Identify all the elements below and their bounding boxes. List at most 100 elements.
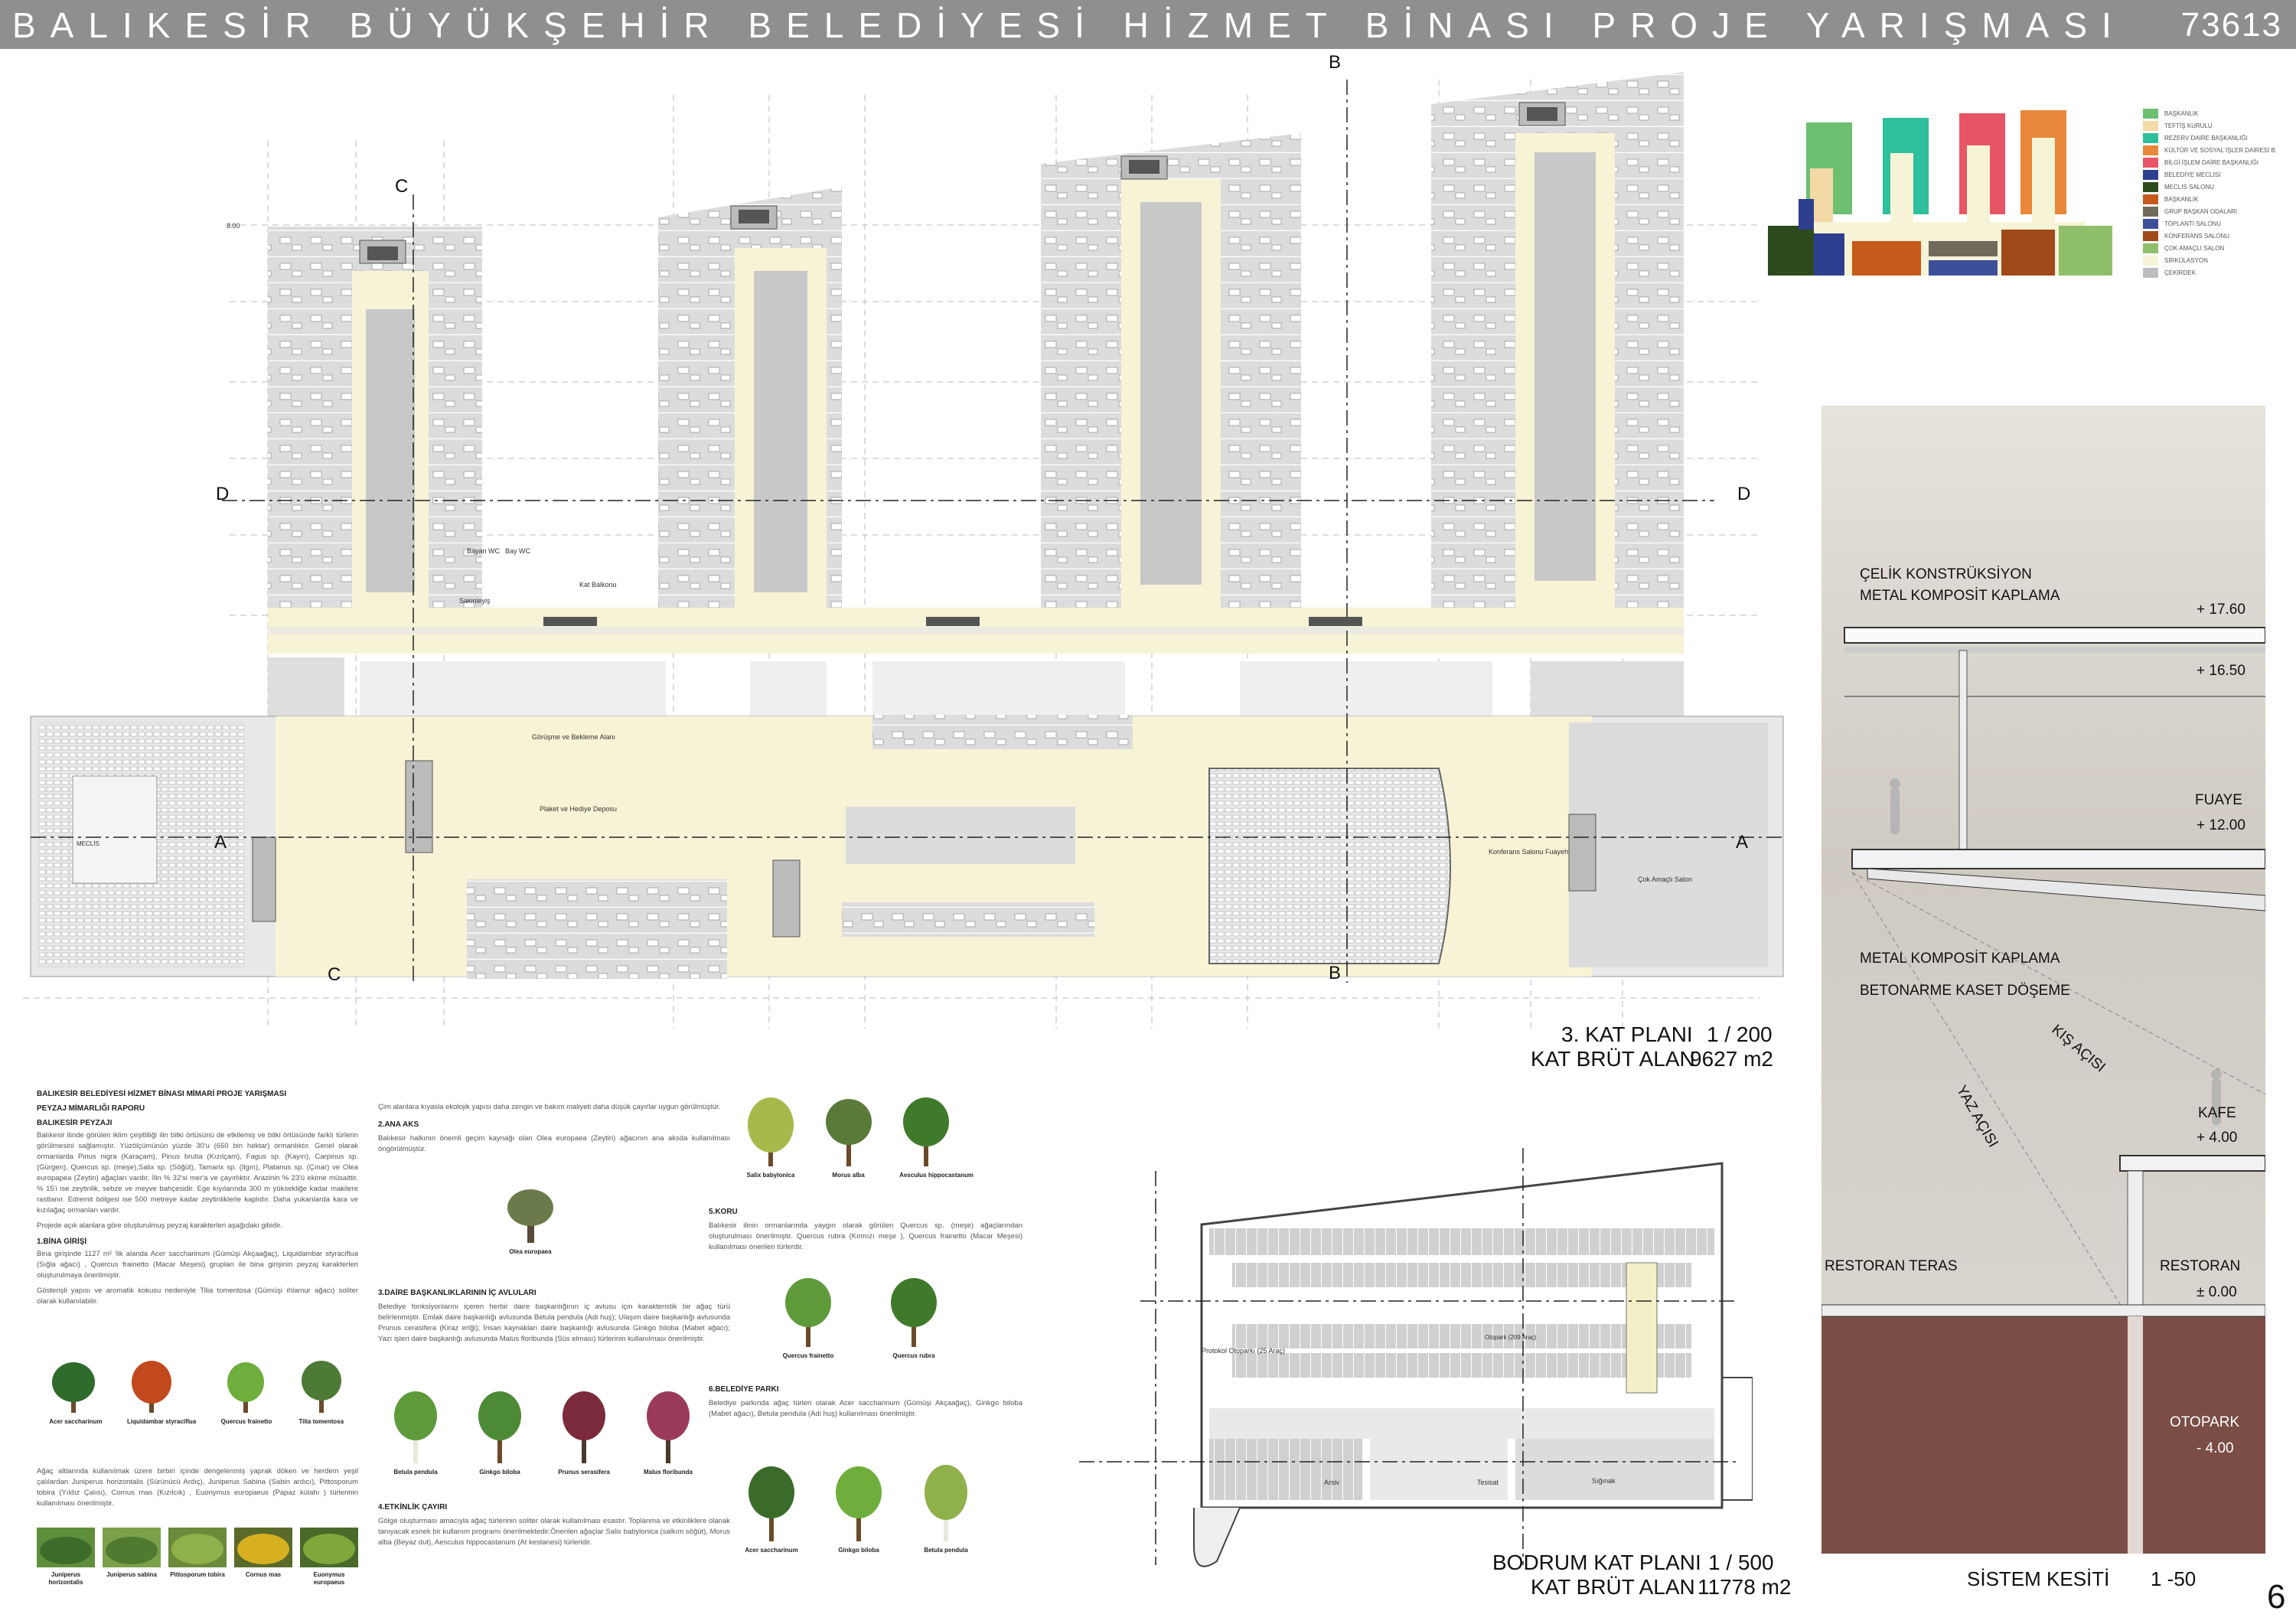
level-17-60: + 17.60 [2197, 602, 2245, 618]
tree-ginkgo-2: Ginkgo biloba [831, 1463, 886, 1554]
legend-row: BAŞKANLIK [2143, 107, 2277, 119]
legend-label: TOPLANTI SALONU [2164, 220, 2222, 227]
tree-betula-caption: Betula pendula [393, 1469, 438, 1476]
label-steel: ÇELİK KONSTRÜKSİYON [1860, 566, 2032, 582]
tree-ginkgo-caption: Ginkgo biloba [479, 1469, 520, 1476]
s5-title: 5.KORU [709, 1208, 738, 1216]
report-column-2: Çim alanlara kıyasla ekolojik yapısı dah… [378, 1102, 730, 1155]
legend-swatch [2143, 157, 2158, 168]
report-section-title: BALIKESİR PEYZAJI [37, 1119, 113, 1127]
tree-prunus-caption: Prunus serasifera [558, 1469, 610, 1476]
legend-swatch [2143, 169, 2158, 180]
tree-liquidambar: Liquidambar styraciflua [127, 1359, 196, 1426]
legend-row: BİLGİ İŞLEM DAİRE BAŞKANLIĞI [2143, 156, 2277, 168]
shrub-3-caption: Pittosporum tobira [170, 1571, 225, 1578]
shrub-3-image [168, 1528, 227, 1567]
legend-label: SİRKÜLASYON [2164, 256, 2208, 264]
label-restaurant-terrace: RESTORAN TERAS [1825, 1258, 1958, 1274]
tree-quercus-image [227, 1362, 264, 1413]
legend-row: ÇEKİRDEK [2143, 266, 2277, 279]
floor-plan-scale: 1 / 200 [1707, 1022, 1773, 1046]
shrub-5: Euonymus europaeus [300, 1528, 358, 1586]
legend-row: KONFERANS SALONU [2143, 230, 2277, 242]
shrub-5-image [300, 1528, 358, 1567]
basement-area-label: KAT BRÜT ALAN [1531, 1575, 1695, 1599]
tree-quercus-frainetto: Quercus frainetto [221, 1359, 272, 1426]
tree-aesculus-caption: Aesculus hippocastanum [899, 1172, 974, 1179]
tree-row-2: Betula pendula Ginkgo biloba Prunus sera… [389, 1388, 695, 1476]
tree-olea-caption: Olea europaea [509, 1248, 552, 1255]
section-scale: 1 -50 [2151, 1567, 2197, 1590]
legend-swatch [2143, 243, 2158, 253]
gift-storage-label: Plaket ve Hediye Deposu [540, 805, 618, 813]
tree-morus-image [825, 1099, 872, 1166]
tree-acer-image [52, 1362, 96, 1413]
s3-p: Belediye fonksiyonlarını içeren herbir d… [378, 1303, 730, 1343]
tree-acer-2: Acer saccharinum [744, 1463, 799, 1554]
shrub-2-image [103, 1528, 161, 1567]
tree-ginkgo: Ginkgo biloba [473, 1388, 527, 1476]
tree-acer-2-caption: Acer saccharinum [745, 1547, 798, 1554]
tree-row-4: Quercus frainetto Quercus rubra [781, 1275, 941, 1360]
level-16-50: + 16.50 [2197, 663, 2245, 679]
shrub-1-image [37, 1528, 95, 1567]
report-s5: 5.KORU Balıkesir ilinin ormanlarında yay… [709, 1208, 1022, 1253]
label-parking: OTOPARK [2170, 1414, 2240, 1430]
tree-malus-image [647, 1391, 690, 1463]
legend-swatch [2143, 194, 2158, 204]
legend-row: SİRKÜLASYON [2143, 254, 2277, 266]
shrub-1: Juniperus horizontalis [37, 1528, 95, 1586]
tree-tilia-caption: Tilia tomentosa [298, 1418, 344, 1425]
section-mark-a-left: A [214, 832, 227, 853]
label-metal-cladding-top: METAL KOMPOSİT KAPLAMA [1860, 588, 2060, 604]
tree-salix: Salix babylonica [744, 1094, 797, 1179]
tree-betula-2-caption: Betula pendula [924, 1547, 968, 1554]
section-mark-d-left: D [216, 484, 230, 504]
legend-label: KÜLTÜR VE SOSYAL İŞLER DAİRESİ B. [2164, 146, 2278, 154]
title-bar: BALIKESİR BÜYÜKŞEHİR BELEDİYESİ HİZMET B… [0, 0, 2296, 49]
s4-title: 4.ETKİNLİK ÇAYIRI [378, 1503, 448, 1511]
floor-plan-name: 3. KAT PLANI [1561, 1022, 1693, 1046]
s4-p: Gölge oluşturması amacıyla ağaç türlerin… [378, 1517, 730, 1547]
legend-swatch [2143, 120, 2158, 131]
legend-row: KÜLTÜR VE SOSYAL İŞLER DAİRESİ B. [2143, 144, 2277, 156]
sheet-code: 73613 [2180, 6, 2282, 44]
bp-archive-label: Arsiv [1324, 1479, 1339, 1486]
legend-swatch [2143, 132, 2158, 143]
tree-salix-caption: Salix babylonica [746, 1172, 795, 1179]
label-cafe: KAFE [2198, 1105, 2236, 1121]
label-restaurant: RESTORAN [2160, 1258, 2241, 1274]
report-title: BALIKESİR BELEDİYESİ HİZMET BİNASI MİMAR… [37, 1090, 287, 1098]
tree-row-5: Acer saccharinum Ginkgo biloba Betula pe… [744, 1463, 974, 1554]
tree-prunus-image [563, 1391, 605, 1463]
s6-p: Belediye parkında ağaç türleri olarak Ac… [709, 1399, 1022, 1418]
legend-label: BELEDİYE MECLİSİ [2164, 171, 2221, 178]
report-s3: 3.DAİRE BAŞKANLIKLARININ İÇ AVLULARI Bel… [378, 1289, 730, 1345]
report-s6: 6.BELEDİYE PARKI Belediye parkında ağaç … [709, 1385, 1022, 1420]
s1-p3: Ağaç altlarında kullanılmak üzere birbir… [37, 1467, 358, 1508]
bp-parking-label: Otopark (209 Araç) [1485, 1334, 1537, 1341]
tree-betula: Betula pendula [389, 1388, 442, 1476]
shrub-5-caption: Euonymus europaeus [313, 1571, 345, 1586]
legend-label: TEFTİŞ KURULU [2164, 122, 2213, 129]
legend-row: GRUP BAŞKAN ODALARI [2143, 205, 2277, 217]
s3-title: 3.DAİRE BAŞKANLIKLARININ İÇ AVLULARI [378, 1289, 536, 1297]
sheet-title: BALIKESİR BÜYÜKŞEHİR BELEDİYESİ HİZMET B… [12, 5, 2126, 45]
shrub-2-caption: Juniperus sabina [106, 1571, 157, 1578]
s1-title: 1.BİNA GİRİŞİ [37, 1238, 87, 1246]
tree-malus-caption: Malus floribunda [644, 1469, 693, 1476]
legend-label: BİLGİ İŞLEM DAİRE BAŞKANLIĞI [2164, 158, 2259, 166]
tree-morus: Morus alba [822, 1094, 876, 1179]
floor-area-value: 9627 m2 [1690, 1047, 1773, 1071]
s2-p: Balıkesir halkının önemli geçim kaynağı … [378, 1134, 730, 1153]
legend-swatch [2143, 145, 2158, 155]
shrub-4-caption: Cornus mas [245, 1571, 282, 1578]
tree-row-3: Salix babylonica Morus alba Aesculus hip… [744, 1094, 974, 1179]
system-section-drawing [1821, 406, 2265, 1554]
legend-row: BAŞKANLIK [2143, 193, 2277, 205]
legend-row: BELEDİYE MECLİSİ [2143, 168, 2277, 181]
tree-quercus-2-caption: Quercus frainetto [782, 1352, 834, 1359]
basement-plan-scale: 1 / 500 [1708, 1551, 1774, 1574]
section-mark-a-right: A [1736, 832, 1749, 853]
waiting-area-label: Görüşme ve Bekleme Alanı [532, 733, 616, 741]
